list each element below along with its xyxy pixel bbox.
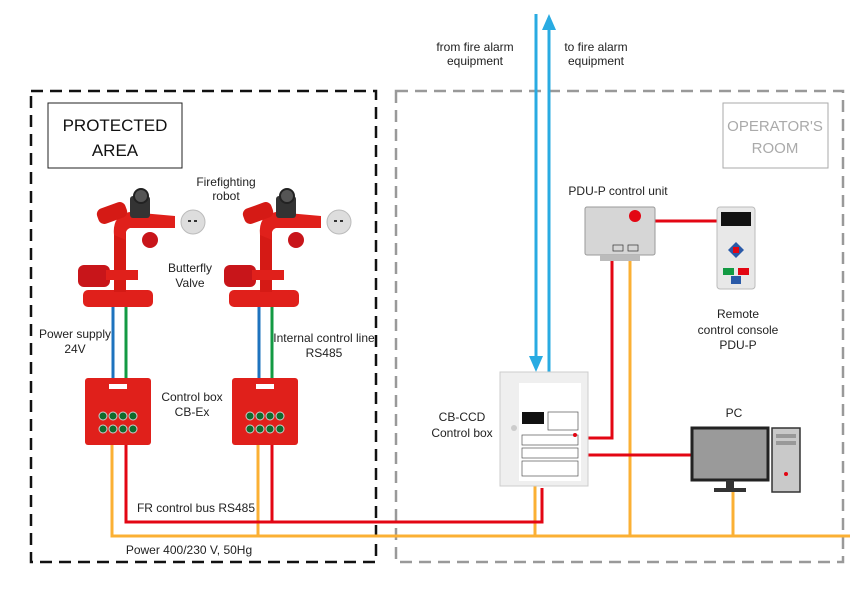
to-fire-alarm-label: to fire alarm — [564, 40, 627, 54]
butterfly-valve-label-2: Valve — [175, 276, 204, 290]
cb-ccd-control-box — [499, 371, 589, 487]
control-box-cbex-label-2: CB-Ex — [175, 405, 210, 419]
butterfly-valve-label: Butterfly — [168, 261, 212, 275]
protected-area-label-line1: PROTECTED — [63, 116, 168, 135]
firefighting-robot-2 — [224, 188, 352, 378]
operators-room-label-line1: OPERATOR'S — [727, 118, 823, 135]
protected-area-title: PROTECTED AREA — [47, 102, 183, 169]
internal-control-line-label-2: RS485 — [306, 346, 343, 360]
butterfly-valve — [78, 265, 110, 287]
operators-room-zone — [394, 89, 845, 564]
control-box-cbex-label: Control box — [161, 390, 222, 404]
firefighting-robot-1 — [78, 188, 206, 378]
control-box-cbex-2 — [232, 378, 298, 445]
protected-area-zone — [29, 89, 378, 564]
cb-ccd-label-2: Control box — [431, 426, 492, 440]
pdu-p-control-unit — [584, 206, 656, 261]
from-fire-alarm-label-2: equipment — [447, 54, 504, 68]
firefighting-robot-label-2: robot — [212, 189, 240, 203]
power-wiring — [110, 260, 850, 538]
arrow-up-icon — [542, 14, 556, 30]
from-fire-alarm-label: from fire alarm — [436, 40, 513, 54]
remote-console-label: Remote — [717, 307, 759, 321]
operators-room-title: OPERATOR'S ROOM — [722, 102, 829, 169]
remote-console-label-3: PDU-P — [719, 338, 756, 352]
remote-console-label-2: control console — [698, 323, 779, 337]
protected-area-label-line2: AREA — [92, 141, 139, 160]
fr-control-bus-label: FR control bus RS485 — [137, 501, 255, 515]
firefighting-robot-label: Firefighting — [196, 175, 255, 189]
control-box-cbex-1 — [85, 378, 151, 445]
cb-ccd-label: CB-CCD — [439, 410, 486, 424]
fire-alarm-signal-arrows — [529, 14, 556, 372]
power-supply-label-2: 24V — [64, 342, 85, 356]
bus-wiring — [124, 219, 717, 524]
internal-control-line-label: Internal control line — [273, 331, 375, 345]
remote-control-console — [716, 206, 756, 290]
power-main-label: Power 400/230 V, 50Hg — [126, 543, 252, 557]
pc-label: PC — [726, 406, 743, 420]
pc — [690, 426, 801, 493]
pdu-p-unit-label: PDU-P control unit — [568, 184, 668, 198]
to-fire-alarm-label-2: equipment — [568, 54, 625, 68]
operators-room-label-line2: ROOM — [752, 140, 799, 157]
power-supply-label: Power supply — [39, 327, 111, 341]
arrow-down-icon — [529, 356, 543, 372]
